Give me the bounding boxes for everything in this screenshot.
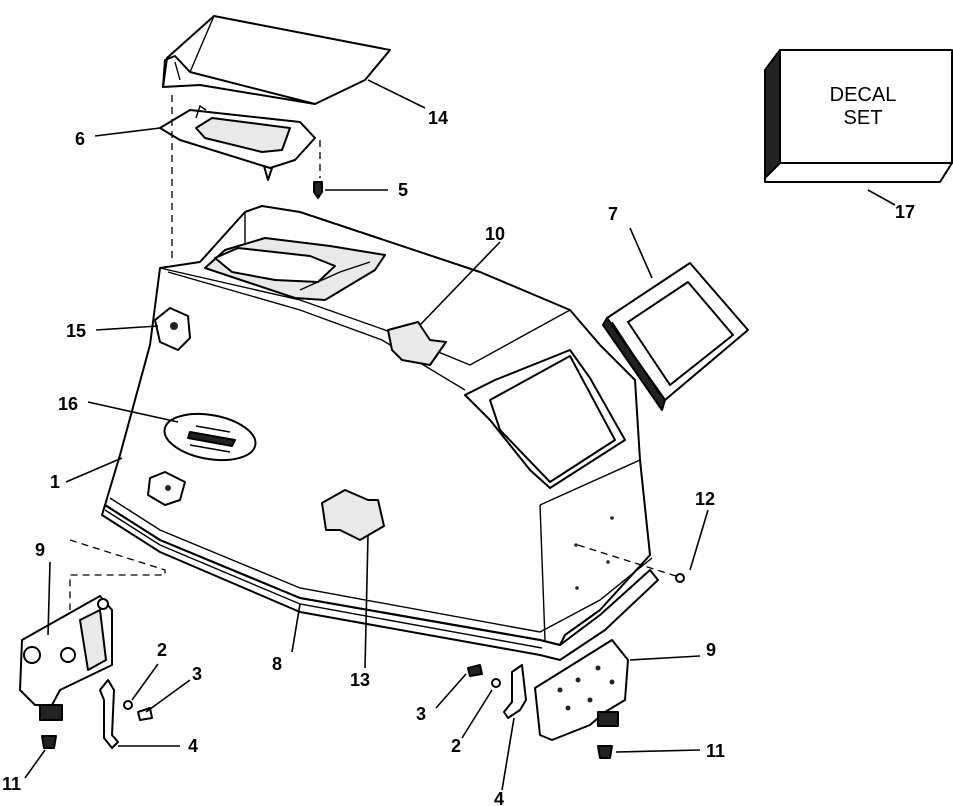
callout-10: 10 [485,224,505,244]
part-16-emblem [163,412,257,462]
part-2-washer-left [123,700,133,710]
callout-6: 6 [75,129,85,149]
callout-7: 7 [608,204,618,224]
callout-4-right: 4 [494,789,504,806]
callout-3-right: 3 [416,704,426,724]
part-5-screw [313,181,323,199]
part-12-pin [577,544,685,583]
part-11-grommet-right [597,745,613,759]
part-9-bracket-right [534,639,629,741]
part-4-clip-left [99,679,119,749]
callout-8: 8 [272,654,282,674]
callout-5: 5 [398,180,408,200]
part-3-screw-right [467,664,483,677]
callout-3-left: 3 [192,664,202,684]
part-14-cover-lid [162,15,391,105]
part-1-engine-hood [104,205,651,646]
callout-14: 14 [428,108,448,128]
callout-17: 17 [895,202,915,222]
part-4-clip-right [503,664,527,719]
part-9-bracket-left [19,539,166,721]
callout-11-left: 11 [2,774,21,794]
callout-9-left: 9 [35,540,45,560]
part-13-decal-patch [321,489,385,541]
part-6-grille-plate [159,104,316,181]
callout-2-right: 2 [451,736,461,756]
callout-13: 13 [350,670,370,690]
part-17-decal-set-box: DECAL SET [764,49,953,183]
callout-9-right: 9 [706,640,716,660]
part-2-washer-right [491,678,501,688]
callout-4-left: 4 [188,736,198,756]
leader-lines [24,79,896,791]
part-11-grommet-left [41,735,57,749]
callout-11-right: 11 [706,741,725,761]
callout-labels: 14 6 5 17 7 10 15 16 1 12 9 2 3 8 13 9 3… [2,108,915,806]
part-7-window-frame [602,262,749,411]
callout-1: 1 [50,472,60,492]
part-15-fastener [154,307,191,351]
callout-2-left: 2 [157,640,167,660]
decal-label-line2: SET [844,107,883,129]
callout-16: 16 [58,394,78,414]
callout-12: 12 [695,489,715,509]
callout-15: 15 [66,321,86,341]
decal-label-line1: DECAL [830,84,897,106]
part-8-hood-seal [101,497,659,661]
